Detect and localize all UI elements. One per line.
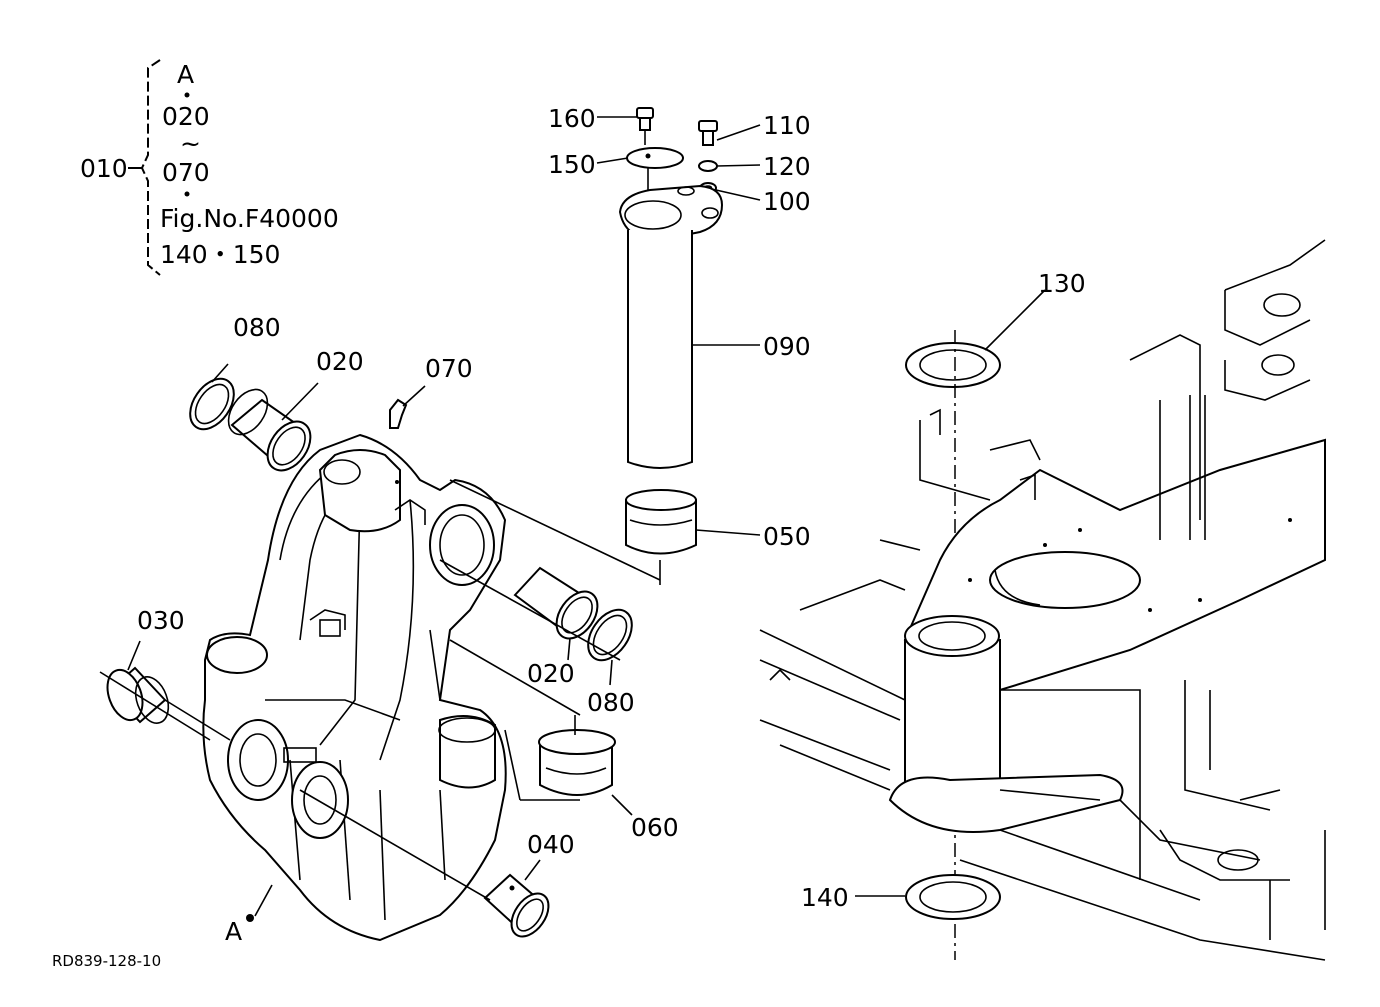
assembly-ref-label: 010: [80, 154, 128, 183]
bracket-lower-boss: [439, 715, 496, 789]
bracket-left-bore: [206, 636, 268, 674]
bushing-050: [625, 499, 697, 555]
frame-pivot-boss: [904, 639, 1001, 801]
bolt-110-head: [698, 120, 718, 132]
callout-070: 070: [425, 354, 473, 383]
callout-a: A: [225, 917, 242, 946]
callout-160: 160: [548, 104, 596, 133]
assembly-item-figno: Fig.No.F40000: [160, 204, 339, 233]
assembly-item-a: A: [177, 60, 194, 89]
swing-bracket: [202, 433, 507, 942]
callout-020-right: 020: [527, 659, 575, 688]
callout-080-right: 080: [587, 688, 635, 717]
swing-frame: [759, 239, 1326, 961]
callout-090: 090: [763, 332, 811, 361]
diagram-id: RD839-128-10: [52, 952, 161, 970]
callout-110: 110: [763, 111, 811, 140]
frame-cutout: [989, 551, 1141, 609]
pin-assembly: [618, 107, 724, 555]
washer-120: [698, 160, 718, 172]
assembly-item-020: 020: [162, 102, 210, 131]
grease-fitting-070: [389, 398, 408, 429]
plate-150: [626, 147, 684, 169]
callout-100: 100: [763, 187, 811, 216]
callout-060: 060: [631, 813, 679, 842]
bolt-110-shank: [702, 130, 714, 146]
bracket-lower-right-bore: [291, 761, 349, 839]
assembly-item-140-150: 140・150: [160, 240, 280, 269]
callout-050: 050: [763, 522, 811, 551]
leaders-right: [855, 289, 1046, 897]
pin-090: [627, 230, 693, 469]
assembly-item-tilde: ~: [180, 129, 201, 158]
leaders-left: [99, 363, 661, 922]
seal-080-top: [189, 377, 235, 431]
callout-020-top: 020: [316, 347, 364, 376]
bolt-160-shank: [639, 117, 651, 131]
bracket-lower-left-bore: [227, 719, 289, 801]
leaders-center: [596, 116, 761, 536]
assembly-item-070: 070: [162, 158, 210, 187]
callout-040: 040: [527, 830, 575, 859]
callout-140: 140: [801, 883, 849, 912]
callout-labels: 160 150 110 120 100 090 050 130 080 020 …: [52, 104, 1086, 970]
callout-150: 150: [548, 150, 596, 179]
callout-030: 030: [137, 606, 185, 635]
callout-130: 130: [1038, 269, 1086, 298]
callout-120: 120: [763, 152, 811, 181]
bolt-160-head: [636, 107, 654, 119]
frame-lower-flange: [888, 773, 1124, 833]
assembly-bracket: 010 A 020 ~ 070 Fig.No.F40000 140・150: [80, 59, 339, 276]
callout-080-top: 080: [233, 313, 281, 342]
bracket-top-boss: [318, 449, 401, 533]
